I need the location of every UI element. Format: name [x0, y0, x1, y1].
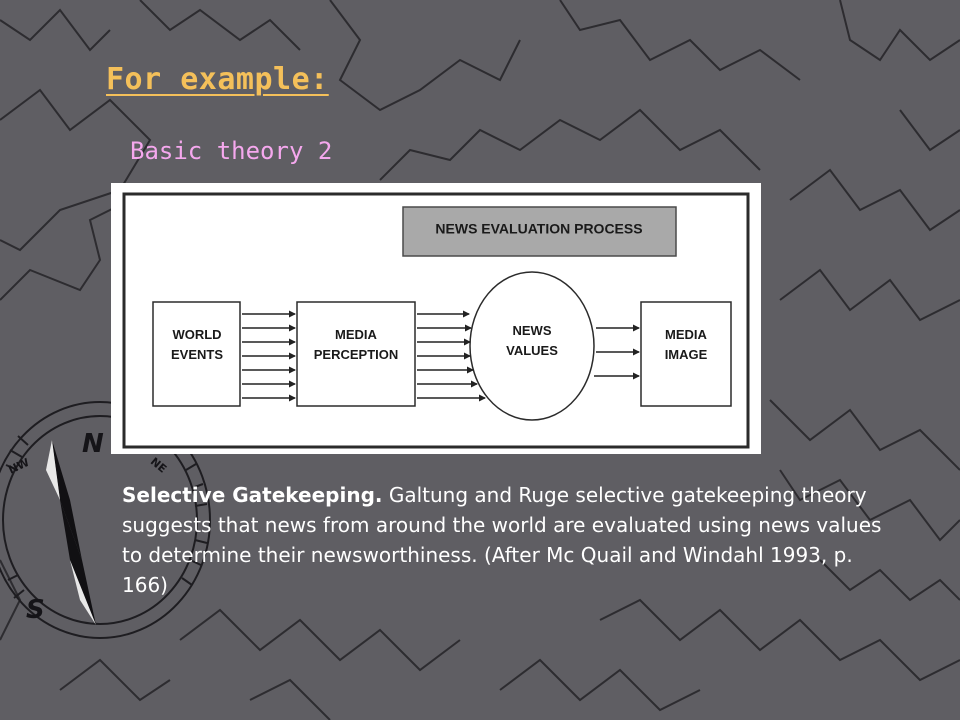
news-evaluation-figure: NEWS EVALUATION PROCESS WORLD EVENTS MED… [111, 183, 761, 454]
arrows-values-to-image [594, 324, 640, 380]
compass-northwest-label: NW [6, 456, 31, 477]
slide-subheading: Basic theory 2 [130, 137, 333, 165]
news-evaluation-diagram: NEWS EVALUATION PROCESS WORLD EVENTS MED… [122, 192, 750, 449]
compass-rose: N S NW NE [0, 401, 211, 639]
arrows-world-to-perception [242, 310, 296, 402]
node-media-image-line2: IMAGE [665, 347, 708, 362]
node-world-events-line1: WORLD [172, 327, 221, 342]
caption-body: Galtung and Ruge selective gatekeeping t… [122, 483, 882, 597]
diagram-header-box [402, 206, 677, 257]
node-media-perception-line1: MEDIA [335, 327, 378, 342]
node-news-values-line1: NEWS [513, 323, 552, 338]
node-media-image [640, 301, 732, 407]
node-world-events-line2: EVENTS [171, 347, 223, 362]
diagram-header-label: NEWS EVALUATION PROCESS [435, 221, 642, 237]
compass-needle-north [52, 440, 82, 560]
node-news-values [469, 271, 595, 421]
compass-north-label: N [82, 429, 104, 459]
arrows-perception-to-values [417, 310, 486, 402]
node-world-events [152, 301, 241, 407]
node-news-values-line2: VALUES [506, 343, 558, 358]
compass-northeast-label: NE [148, 455, 169, 476]
slide-heading: For example: [106, 62, 329, 97]
node-media-perception [296, 301, 416, 407]
node-media-perception-line2: PERCEPTION [314, 347, 399, 362]
node-media-image-line1: MEDIA [665, 327, 708, 342]
compass-south-label: S [26, 595, 45, 625]
caption-lead: Selective Gatekeeping. [122, 483, 383, 507]
figure-caption: Selective Gatekeeping. Galtung and Ruge … [122, 480, 882, 600]
compass-needle-south [60, 500, 96, 625]
